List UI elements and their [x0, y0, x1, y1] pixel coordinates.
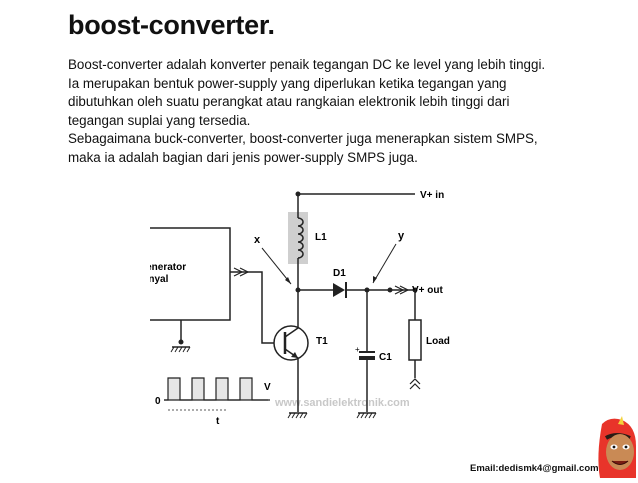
paragraph-line: Ia merupakan bentuk power-supply yang di…	[68, 75, 507, 91]
node-x-label: x	[254, 234, 261, 246]
diode-label: D1	[333, 268, 346, 279]
inductor-coil-icon	[297, 217, 304, 259]
output-node	[387, 287, 393, 293]
email-footer: Email:dedismk4@gmail.com	[470, 463, 599, 474]
paragraph-line: tegangan suplai yang tersedia.	[68, 112, 251, 128]
vout-arrow-icon	[394, 285, 410, 295]
generator-label: generator	[150, 262, 186, 273]
node-x-arrowhead	[285, 277, 291, 284]
ground-icon	[287, 412, 308, 419]
ground-icon	[356, 412, 377, 419]
node-y-arrow	[372, 243, 397, 284]
watermark: www.sandielektronik.com	[274, 397, 410, 409]
paragraph-line: Sebagaimana buck-converter, boost-conver…	[68, 131, 538, 147]
vin-label: V+ in	[420, 190, 444, 201]
ground-node	[178, 339, 184, 345]
transistor-label: T1	[316, 336, 328, 347]
load-label: Load	[426, 336, 450, 347]
node-y-label: y	[398, 230, 405, 242]
boost-converter-circuit-diagram: www.sandielektronik.com V+ in L1 D1 V+ o…	[150, 180, 470, 430]
capacitor-label: C1	[379, 352, 392, 363]
waveform-v-label: V	[264, 382, 271, 393]
ground-icon	[170, 346, 191, 353]
inductor-label: L1	[315, 232, 327, 243]
transistor-collector	[284, 327, 299, 338]
load-resistor	[408, 319, 422, 361]
period-label: t	[216, 416, 220, 427]
paragraph-line: dibutuhkan oleh suatu perangkat atau ran…	[68, 94, 510, 110]
transistor-icon	[273, 325, 309, 361]
paragraph-line: maka ia adalah bagian dari jenis power-s…	[68, 149, 418, 165]
waveform-zero-label: 0	[155, 396, 161, 407]
capacitor-polarity: +	[355, 345, 360, 354]
load-return-chevron-icon	[409, 378, 421, 390]
node-y-arrowhead	[373, 276, 377, 283]
pulse-waveform	[164, 377, 268, 401]
signal-generator-box	[150, 227, 231, 321]
emitter-arrow-icon	[291, 352, 298, 358]
inductor-highlight	[288, 212, 308, 264]
node-x-arrow	[261, 247, 292, 285]
capacitor-plate	[359, 356, 375, 360]
vout-label: V+ out	[412, 285, 444, 296]
slide-title: boost-converter.	[68, 10, 275, 40]
generator-label: sinyal	[150, 274, 169, 285]
paragraph-line: Boost-converter adalah konverter penaik …	[68, 57, 546, 72]
base-drive-wire	[230, 271, 274, 344]
diode-icon	[333, 283, 345, 297]
cartoon-face-logo	[596, 416, 638, 478]
slide-body: Boost-converter adalah konverter penaik …	[68, 56, 628, 168]
